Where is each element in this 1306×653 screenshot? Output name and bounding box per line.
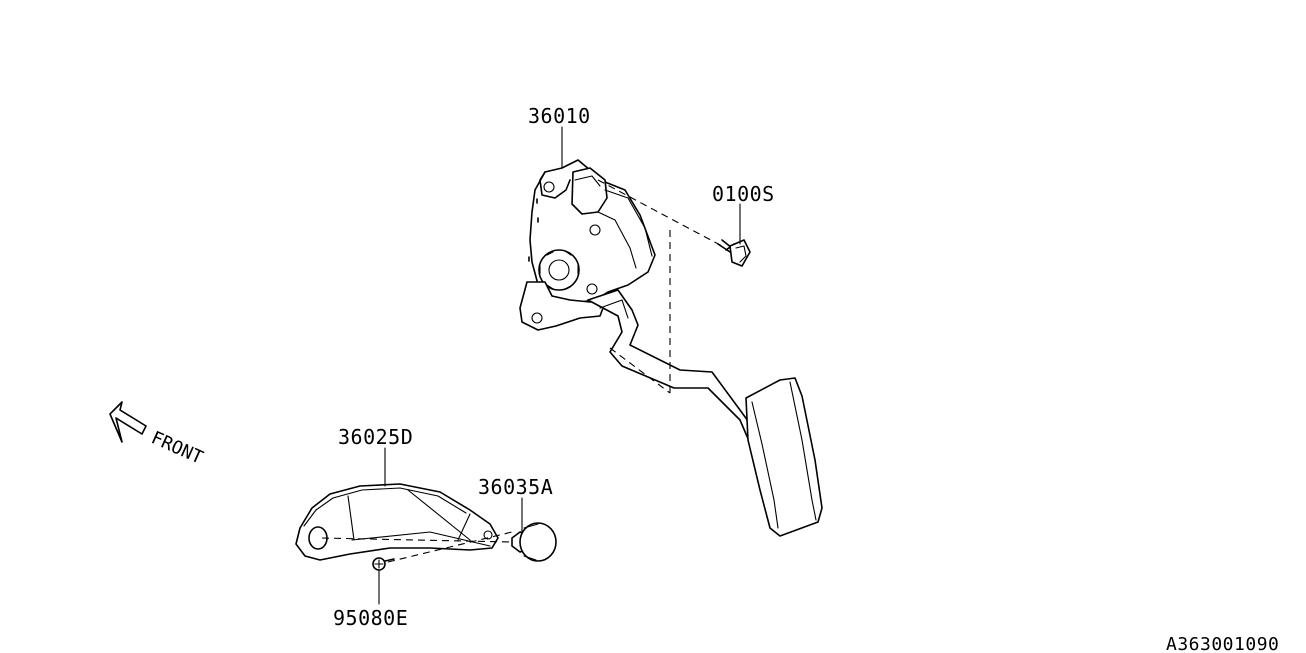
bracket-36025d[interactable] [295,483,499,561]
front-direction-indicator: FRONT [109,401,206,469]
bolt-projection-line-3 [609,347,671,394]
screw-95080e[interactable] [372,557,395,571]
bolt-0100s[interactable] [717,239,751,267]
screw-projection-line [387,531,513,563]
part-label-95080e[interactable]: 95080E [333,606,408,630]
accelerator-pedal-assembly[interactable] [519,159,823,537]
front-label: FRONT [148,427,206,468]
part-label-36025d[interactable]: 36025D [338,425,413,449]
part-label-36035a[interactable]: 36035A [478,475,553,499]
bracket-projection-line [321,537,513,543]
diagram-code: A363001090 [1166,634,1279,653]
part-label-0100s[interactable]: 0100S [712,182,775,206]
front-arrow-icon [109,401,147,443]
part-label-36010[interactable]: 36010 [528,104,591,128]
stopper-36035a[interactable] [511,522,557,562]
